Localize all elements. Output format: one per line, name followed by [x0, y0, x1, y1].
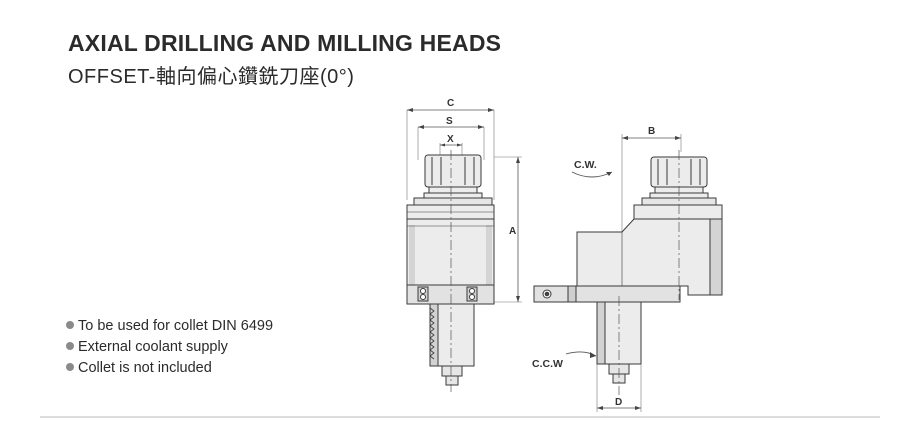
feature-item: External coolant supply: [66, 337, 273, 358]
bullet-icon: [66, 321, 74, 329]
rotation-label-ccw: C.C.W: [532, 358, 563, 370]
rotation-label-cw: C.W.: [574, 159, 597, 171]
arrow-ccw-icon: [590, 352, 596, 358]
bottom-divider: [40, 416, 880, 418]
feature-list: To be used for collet DIN 6499 External …: [66, 316, 273, 379]
page-subtitle: OFFSET-軸向偏心鑽銑刀座(0°): [68, 66, 355, 88]
front-view: C S X A: [406, 98, 522, 392]
feature-item: To be used for collet DIN 6499: [66, 316, 273, 337]
dim-label-x: X: [447, 134, 454, 145]
feature-text: Collet is not included: [78, 360, 212, 376]
dim-label-c: C: [447, 98, 454, 109]
bullet-icon: [66, 363, 74, 371]
page-title: AXIAL DRILLING AND MILLING HEADS: [68, 30, 502, 56]
feature-text: To be used for collet DIN 6499: [78, 318, 274, 334]
feature-item: Collet is not included: [66, 358, 273, 379]
dim-label-b: B: [648, 126, 655, 137]
feature-text: External coolant supply: [78, 339, 228, 355]
side-view: B C.W.: [532, 126, 723, 412]
dim-label-a: A: [509, 226, 516, 237]
dim-label-s: S: [446, 116, 453, 127]
bullet-icon: [66, 342, 74, 350]
arrow-cw-icon: [606, 172, 612, 176]
dim-label-d: D: [615, 397, 622, 408]
